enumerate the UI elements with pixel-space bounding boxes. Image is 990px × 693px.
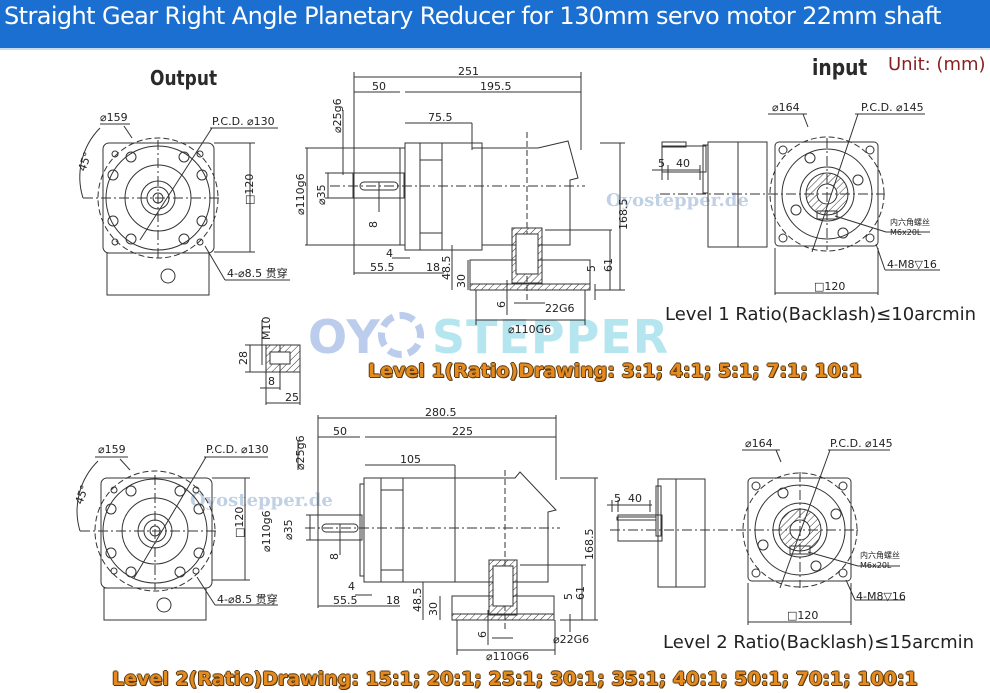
l1-in-pcd: P.C.D. ⌀145 xyxy=(861,101,924,114)
l1-pilot-len: 18 xyxy=(426,261,440,274)
l2-axis-height: 61 xyxy=(574,586,587,600)
l2-in-key-length: 40 xyxy=(628,492,642,505)
level2-input-view: ⌀164 P.C.D. ⌀145 5 40 内六角螺丝 M6x20L 4-M8▽… xyxy=(607,437,906,625)
l2-in-screw-note-cn: 内六角螺丝 xyxy=(860,550,900,560)
title-banner: Straight Gear Right Angle Planetary Redu… xyxy=(0,0,990,50)
l2-in-outer-dia: ⌀164 xyxy=(745,437,773,450)
technical-drawing: ⌀159 P.C.D. ⌀130 45° □120 4-⌀8.5 贯穿 xyxy=(73,65,940,663)
l1-flange-thk: 4 xyxy=(386,247,393,260)
l2-bore-depth: 6 xyxy=(476,631,489,638)
l2-input-height: 48.5 xyxy=(411,588,424,613)
level1-side-view: 251 50 195.5 75.5 ⌀25g6 ⌀110g6 ⌀35 8 4 5… xyxy=(294,65,630,336)
level1-input-view: ⌀164 P.C.D. ⌀145 5 40 内六角螺丝 M6x20L 4-M8▽… xyxy=(652,101,940,295)
l1-axis-height: 61 xyxy=(602,258,615,272)
detail-thread: M10 xyxy=(260,317,273,341)
watermark-logo-stepper: STEPPER xyxy=(432,310,670,364)
l1-shaft-length: 50 xyxy=(372,80,386,93)
l1-in-screw-note: M6x20L xyxy=(890,228,922,237)
level2-side-view: 280.5 50 225 105 ⌀25g6 ⌀110g6 ⌀35 8 4 55… xyxy=(260,406,598,663)
level2-ratios-heading: Level 2(Ratio)Drawing: 15:1; 20:1; 25:1;… xyxy=(112,668,918,690)
watermark-logo-oy: OY xyxy=(308,310,381,364)
l1-recess: 5 xyxy=(585,265,598,272)
page-title: Straight Gear Right Angle Planetary Redu… xyxy=(4,2,942,30)
l1-out-holes: 4-⌀8.5 贯穿 xyxy=(227,266,288,280)
l1-hub-dia: ⌀35 xyxy=(315,184,328,205)
l2-recess: 5 xyxy=(562,593,575,600)
l2-in-key-offset: 5 xyxy=(614,492,621,505)
l2-in-holes: 4-M8▽16 xyxy=(856,590,906,603)
l2-flange-thk: 4 xyxy=(348,580,355,593)
l2-pilot-len: 18 xyxy=(386,594,400,607)
l1-flange-to-axis: 75.5 xyxy=(428,111,453,124)
l1-key-width: 8 xyxy=(367,221,380,228)
l2-in-pcd: P.C.D. ⌀145 xyxy=(830,437,893,450)
l2-input-flange: 30 xyxy=(427,602,440,616)
watermark-gear-icon xyxy=(378,312,424,358)
l1-bore-depth: 6 xyxy=(495,301,508,308)
l2-out-outer-dia: ⌀159 xyxy=(98,443,126,456)
level2-output-view: ⌀159 P.C.D. ⌀130 45° □120 4-⌀8.5 贯穿 xyxy=(73,443,278,621)
l2-in-screw-note: M6x20L xyxy=(860,561,892,570)
l2-out-pcd: P.C.D. ⌀130 xyxy=(206,443,269,456)
l2-height: 168.5 xyxy=(583,529,596,561)
l2-out-holes: 4-⌀8.5 贯穿 xyxy=(217,592,278,606)
l1-input-flange: 30 xyxy=(455,274,468,288)
l1-bore-dia: 22G6 xyxy=(545,302,575,315)
l2-total-length: 280.5 xyxy=(425,406,457,419)
l2-in-square: □120 xyxy=(787,609,818,622)
level1-output-view: ⌀159 P.C.D. ⌀130 45° □120 4-⌀8.5 贯穿 xyxy=(76,111,290,296)
watermark-site-2: Oyostepper.de xyxy=(190,490,333,511)
l1-in-holes: 4-M8▽16 xyxy=(887,258,937,271)
detail-length: 25 xyxy=(285,391,299,404)
output-heading: Output xyxy=(150,66,218,90)
l2-out-square: □120 xyxy=(233,507,246,538)
l1-out-square: □120 xyxy=(243,174,256,205)
detail-offset: 8 xyxy=(268,375,275,388)
l1-out-angle: 45° xyxy=(76,150,95,173)
level1-backlash-note: Level 1 Ratio(Backlash)≤10arcmin xyxy=(665,304,977,325)
l2-input-pilot: ⌀110G6 xyxy=(486,650,529,663)
l2-shaft-total: 55.5 xyxy=(333,594,358,607)
watermark-site-1: Oyostepper.de xyxy=(606,190,749,211)
l1-in-key-offset: 5 xyxy=(658,157,665,170)
l1-in-outer-dia: ⌀164 xyxy=(772,101,800,114)
l2-pilot-dia: ⌀110g6 xyxy=(260,510,273,552)
l1-in-square: □120 xyxy=(814,280,845,293)
l2-body-length: 225 xyxy=(452,425,473,438)
l1-shaft-total: 55.5 xyxy=(370,261,395,274)
l1-total-length: 251 xyxy=(458,65,479,78)
l1-body-length: 195.5 xyxy=(480,80,512,93)
detail-depth: 28 xyxy=(237,351,250,365)
unit-label: Unit: (mm) xyxy=(888,54,986,75)
l2-out-angle: 45° xyxy=(73,483,92,506)
input-heading: input xyxy=(812,56,868,81)
l2-shaft-length: 50 xyxy=(333,425,347,438)
l2-flange-to-axis: 105 xyxy=(400,453,421,466)
l2-bore-dia: ⌀22G6 xyxy=(553,633,589,646)
center-hole-detail: M10 28 8 25 xyxy=(237,317,301,405)
l1-out-outer-dia: ⌀159 xyxy=(100,111,128,124)
l2-hub-dia: ⌀35 xyxy=(282,519,295,540)
l1-input-pilot: ⌀110G6 xyxy=(508,323,551,336)
l1-pilot-dia: ⌀110g6 xyxy=(294,173,307,215)
l1-out-pcd: P.C.D. ⌀130 xyxy=(212,115,275,128)
l1-height: 168.5 xyxy=(617,199,630,231)
level2-backlash-note: Level 2 Ratio(Backlash)≤15arcmin xyxy=(663,632,975,653)
level1-ratios-heading: Level 1(Ratio)Drawing: 3:1; 4:1; 5:1; 7:… xyxy=(368,360,862,382)
l1-input-height: 48.5 xyxy=(440,256,453,281)
l2-key-width: 8 xyxy=(328,553,341,560)
l1-shaft-dia: ⌀25g6 xyxy=(331,98,344,133)
l1-in-key-length: 40 xyxy=(676,157,690,170)
l2-shaft-dia: ⌀25g6 xyxy=(294,435,307,470)
l1-in-screw-note-cn: 内六角螺丝 xyxy=(890,217,930,227)
